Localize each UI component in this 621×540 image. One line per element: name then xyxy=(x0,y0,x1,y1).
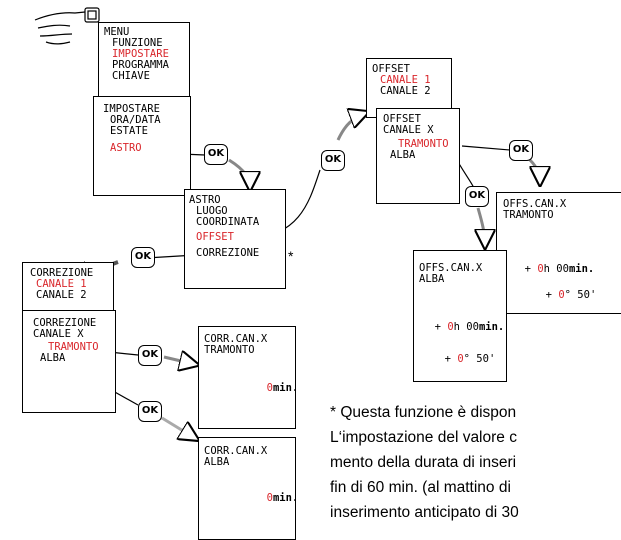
ok-button-astro[interactable]: OK xyxy=(204,144,228,165)
impostare-item-estate[interactable]: ESTATE xyxy=(110,125,148,137)
impostare-item-astro[interactable]: ASTRO xyxy=(110,142,142,154)
offset-channel-tramonto[interactable]: TRAMONTO xyxy=(398,138,449,150)
arrow-offs-tramonto-2 xyxy=(528,158,540,185)
correzione-channel-alba[interactable]: ALBA xyxy=(40,352,66,364)
offs-tramonto-degrees[interactable]: 0 xyxy=(558,289,565,301)
offs-alba-sign-2: + xyxy=(444,353,451,365)
offs-alba-hours[interactable]: 0 xyxy=(447,321,454,333)
offset-channel-title: OFFSET xyxy=(383,113,421,125)
offs-tramonto-angle: + 0° 50' xyxy=(533,279,597,301)
offs-tramonto-arcmin[interactable]: 50' xyxy=(577,289,597,301)
astro-item-coordinata[interactable]: COORDINATA xyxy=(196,216,260,228)
footnote-line-1: * Questa funzione è dispon xyxy=(330,404,517,421)
arrow-offset-2 xyxy=(336,112,368,141)
arrow-corr-alba-2 xyxy=(161,416,198,440)
offset-channel-screen xyxy=(376,108,460,204)
offs-tramonto-title: OFFS.CAN.X xyxy=(503,198,567,210)
corr-alba-value[interactable]: 0 xyxy=(266,492,273,504)
footnote-line-3: mento della durata di inseri xyxy=(330,454,517,471)
corr-alba-unit: min. xyxy=(272,492,299,504)
astro-item-luogo[interactable]: LUOGO xyxy=(196,205,228,217)
astro-item-correzione[interactable]: CORREZIONE xyxy=(196,247,260,259)
offs-tramonto-h: h xyxy=(543,263,550,275)
offset-channel-subtitle: CANALE X xyxy=(383,124,434,136)
offs-tramonto-sign: + xyxy=(524,263,531,275)
offs-tramonto-sign-2: + xyxy=(545,289,552,301)
menu-item-chiave[interactable]: CHIAVE xyxy=(112,70,150,82)
correzione-menu-title: CORREZIONE xyxy=(30,267,94,279)
footnote-line-2: L‘impostazione del valore c xyxy=(330,429,517,446)
ok-button-corr-tramonto[interactable]: OK xyxy=(138,345,162,366)
astro-item-offset[interactable]: OFFSET xyxy=(196,231,234,243)
impostare-title: IMPOSTARE xyxy=(103,103,160,115)
offset-menu-canale-2[interactable]: CANALE 2 xyxy=(380,85,431,97)
corr-alba-readout: 0min. xyxy=(254,482,299,504)
asterisk-mark: * xyxy=(288,248,294,264)
menu-item-impostare[interactable]: IMPOSTARE xyxy=(112,48,169,60)
corr-alba-title: CORR.CAN.X xyxy=(204,445,268,457)
offs-tramonto-time: + 0h 00min. xyxy=(512,253,595,275)
offset-menu-canale-1[interactable]: CANALE 1 xyxy=(380,74,431,86)
offs-alba-degrees[interactable]: 0 xyxy=(457,353,464,365)
corr-tramonto-value[interactable]: 0 xyxy=(266,382,273,394)
offset-menu-title: OFFSET xyxy=(372,63,410,75)
hand-icon xyxy=(34,7,100,45)
offs-tramonto-hours[interactable]: 0 xyxy=(537,263,544,275)
corr-tramonto-subtitle: TRAMONTO xyxy=(204,344,255,356)
corr-tramonto-screen xyxy=(198,326,296,429)
offs-alba-h: h xyxy=(453,321,460,333)
menu-item-programma[interactable]: PROGRAMMA xyxy=(112,59,169,71)
offs-tramonto-deg-unit: ° xyxy=(564,289,571,301)
offset-channel-alba[interactable]: ALBA xyxy=(390,149,416,161)
correzione-menu-canale-1[interactable]: CANALE 1 xyxy=(36,278,87,290)
offs-alba-arcmin[interactable]: 50' xyxy=(476,353,496,365)
correzione-menu-canale-2[interactable]: CANALE 2 xyxy=(36,289,87,301)
impostare-screen xyxy=(93,96,191,196)
arrow-astro-2 xyxy=(228,158,250,190)
corr-tramonto-unit: min. xyxy=(272,382,299,394)
correzione-channel-title: CORREZIONE xyxy=(33,317,97,329)
offs-tramonto-subtitle: TRAMONTO xyxy=(503,209,554,221)
impostare-item-ora-data[interactable]: ORA/DATA xyxy=(110,114,161,126)
correzione-channel-subtitle: CANALE X xyxy=(33,328,84,340)
offs-alba-time: + 0h 00min. xyxy=(422,311,505,333)
arrow-corr-tramonto-2 xyxy=(163,357,198,365)
offs-alba-subtitle: ALBA xyxy=(419,273,445,285)
ok-button-offs-alba[interactable]: OK xyxy=(465,186,489,207)
offs-alba-angle: + 0° 50' xyxy=(432,343,496,365)
offs-alba-sign: + xyxy=(434,321,441,333)
offs-alba-deg-unit: ° xyxy=(463,353,470,365)
corr-tramonto-readout: 0min. xyxy=(254,372,299,394)
corr-alba-subtitle: ALBA xyxy=(204,456,230,468)
offs-tramonto-min-unit: min. xyxy=(568,263,595,275)
offs-alba-min-unit: min. xyxy=(478,321,505,333)
offs-alba-screen xyxy=(413,250,507,382)
offs-tramonto-minutes[interactable]: 00 xyxy=(556,263,569,275)
menu-item-funzione[interactable]: FUNZIONE xyxy=(112,37,163,49)
corr-alba-screen xyxy=(198,437,296,540)
ok-button-corr-alba[interactable]: OK xyxy=(138,401,162,422)
arrow-offs-tramonto xyxy=(461,145,511,151)
correzione-channel-tramonto[interactable]: TRAMONTO xyxy=(48,341,99,353)
corr-tramonto-title: CORR.CAN.X xyxy=(204,333,268,345)
ok-button-offs-tramonto[interactable]: OK xyxy=(509,140,533,161)
ok-button-offset[interactable]: OK xyxy=(321,150,345,171)
arrow-offs-alba-2 xyxy=(478,207,485,248)
correzione-channel-screen xyxy=(22,310,116,413)
astro-title: ASTRO xyxy=(189,194,221,206)
astro-screen xyxy=(184,189,286,289)
footnote-line-5: inserimento anticipato di 30 xyxy=(330,504,519,521)
footnote-line-4: fin di 60 min. (al mattino di xyxy=(330,479,511,496)
offs-alba-minutes[interactable]: 00 xyxy=(466,321,479,333)
menu-title: MENU xyxy=(104,26,130,38)
ok-button-correzione[interactable]: OK xyxy=(131,247,155,268)
offs-alba-title: OFFS.CAN.X xyxy=(419,262,483,274)
